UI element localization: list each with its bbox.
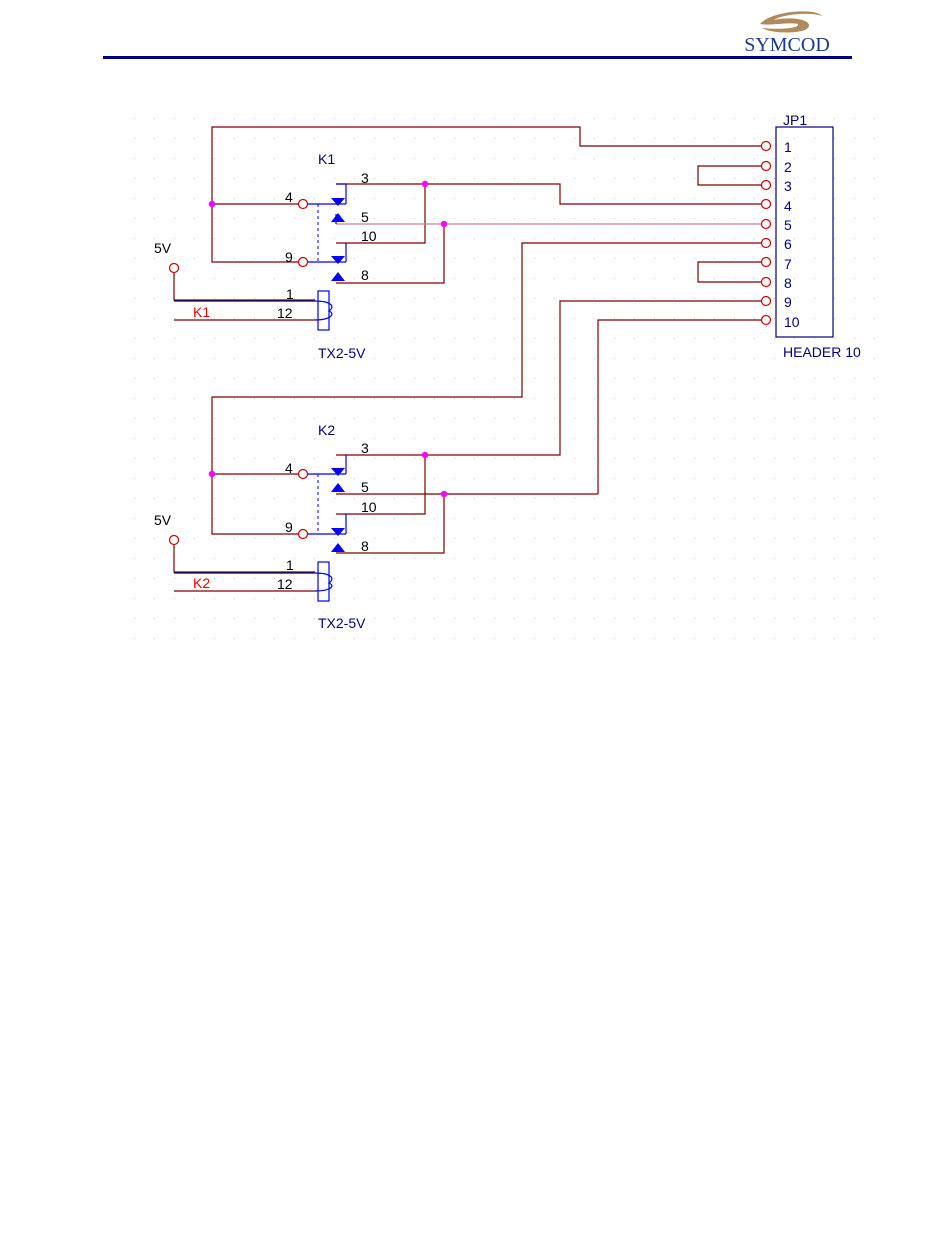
header-pin-6: 6 bbox=[784, 236, 792, 252]
k2-part: TX2-5V bbox=[318, 615, 366, 631]
k2-ref: K2 bbox=[318, 422, 335, 438]
k1-part: TX2-5V bbox=[318, 345, 366, 361]
header-pin-9: 9 bbox=[784, 294, 792, 310]
k2-pin-3: 3 bbox=[361, 440, 369, 456]
k1-pin-3: 3 bbox=[361, 170, 369, 186]
k2-net-label: K2 bbox=[193, 575, 210, 591]
k2-pin-10: 10 bbox=[361, 499, 377, 515]
k1-pin-9: 9 bbox=[285, 249, 293, 265]
k1-pin-4: 4 bbox=[285, 189, 293, 205]
header-pin-3: 3 bbox=[784, 178, 792, 194]
header-pin-5: 5 bbox=[784, 217, 792, 233]
header-pin-10: 10 bbox=[784, 314, 800, 330]
header-pin-7: 7 bbox=[784, 256, 792, 272]
header-name: HEADER 10 bbox=[783, 344, 861, 360]
k2-pin-5: 5 bbox=[361, 479, 369, 495]
k2-coil-pin-1: 1 bbox=[286, 557, 294, 573]
header-pin-1: 1 bbox=[784, 139, 792, 155]
header-pin-4: 4 bbox=[784, 198, 792, 214]
k1-net-label: K1 bbox=[193, 304, 210, 320]
k2-pin-8: 8 bbox=[361, 538, 369, 554]
k1-supply-label: 5V bbox=[154, 240, 172, 256]
k1-coil-pin-12: 12 bbox=[277, 305, 293, 321]
k1-ref: K1 bbox=[318, 151, 335, 167]
k1-coil-pin-1: 1 bbox=[286, 286, 294, 302]
k2-pin-4: 4 bbox=[285, 460, 293, 476]
k2-pin-9: 9 bbox=[285, 519, 293, 535]
header-ref: JP1 bbox=[783, 112, 807, 128]
header-pin-8: 8 bbox=[784, 275, 792, 291]
k2-supply-label: 5V bbox=[154, 512, 172, 528]
header-pin-2: 2 bbox=[784, 159, 792, 175]
k1-pin-8: 8 bbox=[361, 267, 369, 283]
k1-pin-10: 10 bbox=[361, 228, 377, 244]
k1-pin-5: 5 bbox=[361, 209, 369, 225]
k2-coil-pin-12: 12 bbox=[277, 576, 293, 592]
